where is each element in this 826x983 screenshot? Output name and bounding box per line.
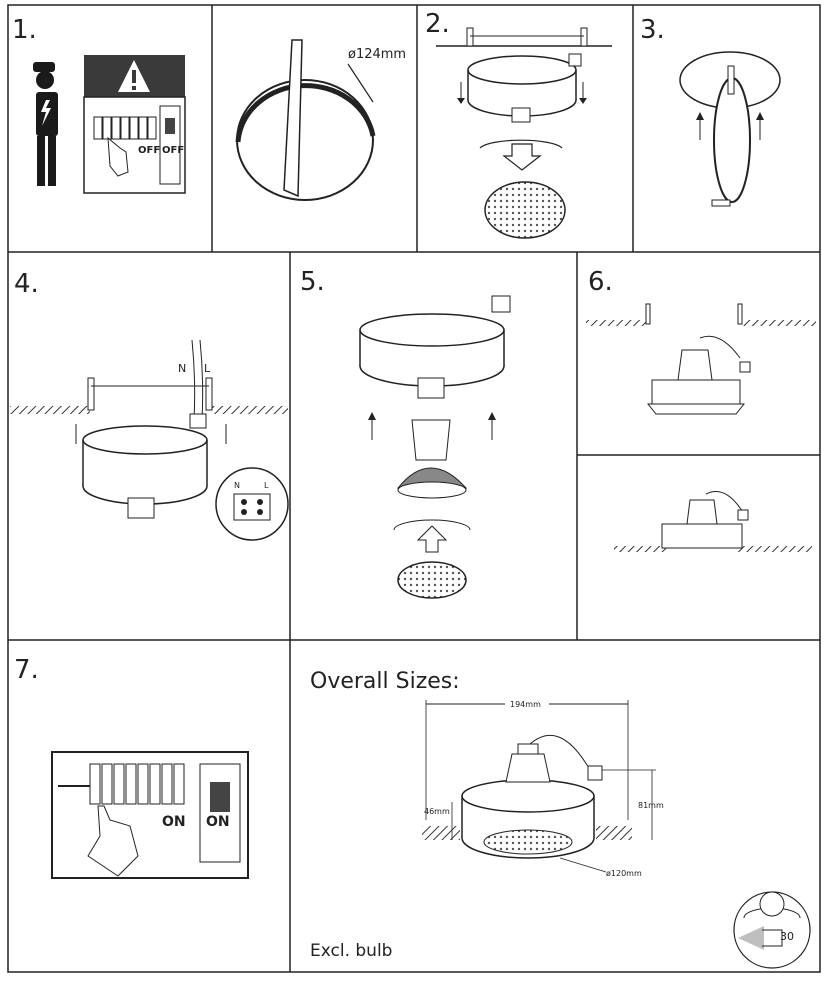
step3-panel: 3. — [640, 15, 781, 207]
height-small-label: 46mm — [424, 807, 450, 816]
electrician-figure — [33, 62, 58, 186]
step1-panel: 1. OFF OFF — [12, 15, 186, 194]
step3-number: 3. — [640, 15, 665, 45]
height-total-label: 81mm — [638, 801, 664, 810]
step6-panel: 6. — [586, 267, 816, 552]
step2-panel: 2. — [425, 9, 612, 239]
ceiling-cutout — [236, 79, 374, 201]
cutout-panel: ø124mm — [235, 39, 406, 201]
diameter-label: ø120mm — [606, 869, 642, 878]
step7-panel: 7. ON ON — [14, 655, 249, 879]
step4-panel: 4. N L N L — [10, 269, 289, 541]
grid-lines — [7, 4, 821, 973]
sizes-heading: Overall Sizes: — [310, 669, 460, 694]
wire-l-label: L — [204, 362, 211, 375]
excl-bulb-note: Excl. bulb — [310, 941, 392, 961]
on-label-2: ON — [206, 814, 230, 830]
step1-number: 1. — [12, 15, 37, 45]
glass-cover — [484, 181, 566, 239]
breaker-row — [93, 116, 157, 140]
off-label-1: OFF — [138, 145, 160, 156]
step4-number: 4. — [14, 269, 39, 299]
glass-cover-2 — [397, 561, 467, 599]
cutout-diameter-label: ø124mm — [348, 47, 406, 62]
step5-number: 5. — [300, 267, 325, 297]
step6-number: 6. — [588, 267, 613, 297]
step5-panel: 5. — [300, 267, 511, 599]
sizes-panel: Overall Sizes: 194mm 46mm 81mm ø120mm Ex… — [310, 669, 811, 969]
wire-n-label: N — [178, 362, 186, 375]
on-label-1: ON — [162, 814, 186, 830]
block-l-label: L — [264, 481, 269, 490]
off-label-2: OFF — [162, 145, 184, 156]
step2-number: 2. — [425, 9, 450, 39]
width-label: 194mm — [510, 700, 541, 709]
depth-badge-value: 30 — [780, 930, 794, 943]
step7-number: 7. — [14, 655, 39, 685]
block-n-label: N — [234, 481, 240, 490]
